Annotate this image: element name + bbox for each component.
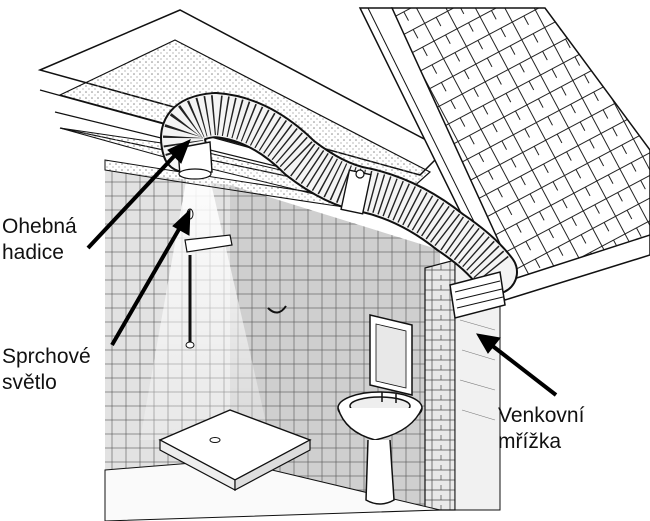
mirror	[369, 314, 413, 396]
label-flexible-hose: Ohebná hadice	[2, 214, 77, 266]
label-outdoor-grille-line-2: mřížka	[498, 430, 561, 453]
callout-arrows	[86, 139, 558, 397]
exterior-brick-wall	[424, 258, 501, 511]
shower-light-beam	[140, 170, 270, 440]
arrow-outdoor-grille	[488, 342, 558, 397]
pedestal-sink	[337, 391, 423, 505]
label-outdoor-grille: Venkovní mřížka	[498, 403, 584, 455]
label-shower-light: Sprchové světlo	[2, 344, 91, 396]
arrowhead-flexible-hose	[167, 139, 191, 164]
ceiling-fan-housing	[177, 141, 213, 180]
label-shower-light-line-1: Sprchové	[2, 345, 91, 368]
wall-hook	[267, 305, 287, 314]
label-shower-light-line-2: světlo	[2, 371, 57, 394]
label-flexible-hose-line-2: hadice	[2, 241, 64, 264]
shower-tray	[158, 409, 312, 491]
flexible-hose	[160, 91, 518, 295]
label-flexible-hose-line-1: Ohebná	[2, 215, 77, 238]
arrowhead-outdoor-grille	[476, 333, 501, 354]
outdoor-grille-cap	[449, 271, 506, 319]
label-outdoor-grille-line-1: Venkovní	[498, 404, 585, 427]
arrow-shower-light	[110, 222, 184, 347]
arrowhead-shower-light	[172, 208, 191, 236]
arrow-flexible-hose	[86, 150, 180, 250]
